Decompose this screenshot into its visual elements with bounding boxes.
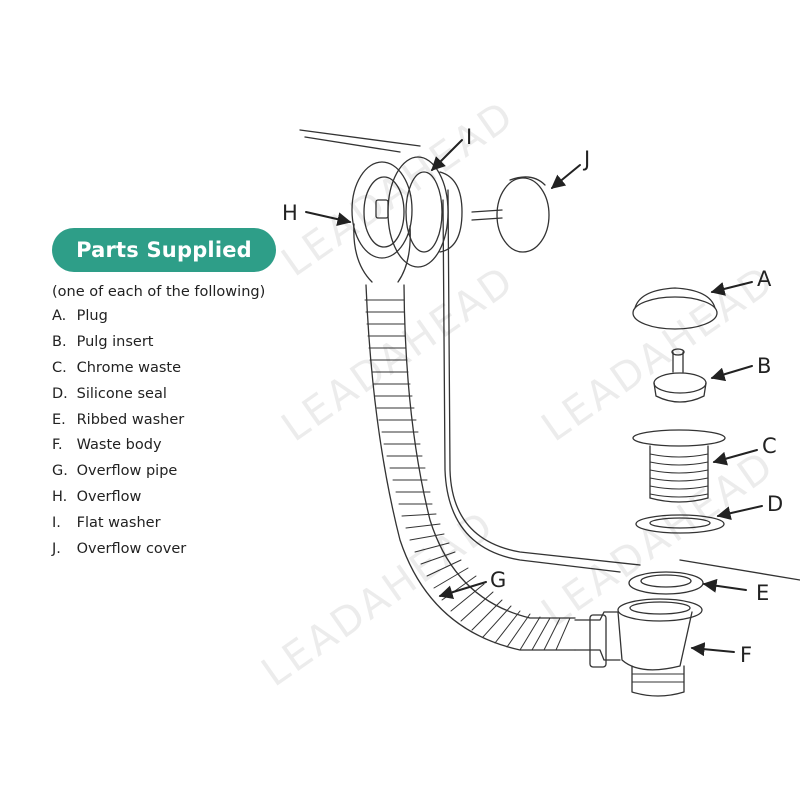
part-key: D. — [52, 385, 68, 402]
callout-e: E — [756, 581, 770, 605]
parts-list-item: E. Ribbed washer — [52, 410, 186, 436]
part-key: H. — [52, 489, 68, 506]
parts-list-item: C. Chrome waste — [52, 358, 186, 384]
leader-g — [438, 581, 487, 600]
part-key: A. — [52, 308, 67, 324]
callout-a: A — [757, 267, 772, 291]
parts-list-item: J. Overflow cover — [52, 539, 186, 565]
part-name: Flat washer — [76, 515, 161, 532]
parts-list: A. Plug B. Pulg insert C. Chrome waste D… — [52, 306, 186, 565]
part-key: G. — [52, 463, 68, 480]
leader-f — [690, 642, 735, 657]
parts-list-item: H. Overflow — [52, 487, 186, 513]
part-key: E. — [52, 411, 66, 428]
leader-j — [550, 164, 581, 189]
callout-i: I — [466, 125, 473, 149]
leader-h — [305, 211, 352, 227]
callout-g: G — [490, 568, 507, 592]
parts-list-item: I. Flat washer — [52, 513, 186, 539]
plug — [632, 287, 718, 330]
parts-list-item: G. Overflow pipe — [52, 461, 186, 487]
leader-a — [710, 281, 753, 296]
part-key: C. — [52, 359, 67, 376]
silicone-seal — [635, 514, 725, 534]
callout-c: C — [762, 434, 777, 458]
part-key: F. — [52, 437, 63, 454]
waste-body — [574, 598, 703, 697]
callout-h: H — [282, 201, 298, 225]
parts-intro: (one of each of the following) — [52, 284, 266, 300]
part-key: B. — [52, 333, 67, 350]
part-name: Plug — [76, 308, 108, 324]
part-name: Silicone seal — [76, 385, 167, 402]
overflow-cover — [471, 176, 550, 253]
leader-b — [710, 365, 753, 382]
leader-c — [712, 449, 758, 466]
part-key: J. — [52, 541, 61, 558]
parts-supplied-badge: Parts Supplied — [52, 228, 276, 272]
overflow-pipe-outer — [365, 284, 576, 651]
pipe-ribs — [364, 299, 571, 651]
chrome-waste — [632, 429, 726, 503]
part-name: Overflow — [76, 489, 142, 506]
plug-insert — [653, 348, 707, 403]
leader-e — [702, 578, 747, 593]
parts-supplied-heading: Parts Supplied — [76, 238, 252, 262]
leader-i — [431, 139, 463, 171]
bath-top-line-2 — [304, 136, 401, 153]
bath-wall-curve — [447, 189, 641, 566]
parts-list-item: A. Plug — [52, 306, 186, 332]
parts-list-item: F. Waste body — [52, 435, 186, 461]
parts-list-item: D. Silicone seal — [52, 384, 186, 410]
part-name: Waste body — [76, 437, 162, 454]
bath-floor-line — [679, 559, 800, 581]
bath-top-line — [299, 129, 421, 147]
parts-list-item: B. Pulg insert — [52, 332, 186, 358]
part-name: Pulg insert — [76, 333, 154, 350]
part-name: Chrome waste — [76, 359, 181, 376]
callout-b: B — [757, 354, 772, 378]
overflow-pipe-inner — [403, 284, 576, 619]
part-name: Ribbed washer — [76, 411, 185, 428]
callout-d: D — [767, 492, 784, 516]
part-key: I. — [52, 515, 61, 532]
callout-f: F — [740, 643, 753, 667]
bath-wall-curve-2 — [442, 199, 621, 573]
part-name: Overflow cover — [76, 541, 187, 558]
flat-washer — [387, 156, 463, 268]
leader-d — [716, 505, 763, 521]
callout-j: J — [584, 147, 591, 171]
part-name: Overflow pipe — [76, 463, 178, 480]
